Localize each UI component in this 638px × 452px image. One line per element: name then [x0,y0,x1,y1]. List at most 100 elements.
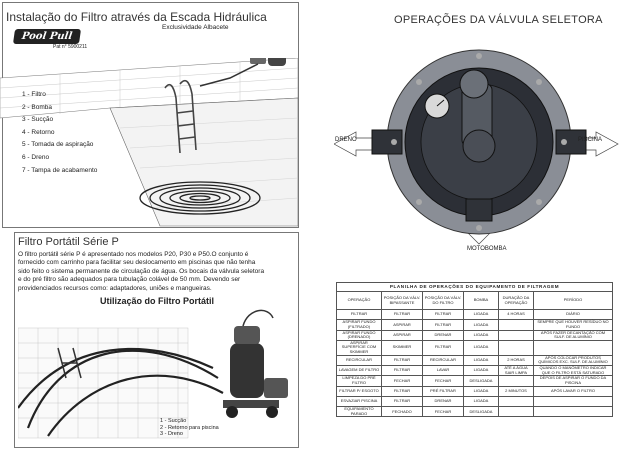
table-cell: LIGADA [463,395,499,408]
legend-item: 2 - Retorno para piscina [160,424,219,431]
table-cell: DIÁRIO [533,308,613,321]
table-cell [533,406,613,418]
table-cell: ASPIRAR FUNDO (DRENADO) [336,329,382,341]
portable-title: Filtro Portátil Série P [18,236,119,248]
description-line: providenciados recursos como: adaptadore… [18,284,212,292]
table-cell: APÓS COLOCAR PRODUTOS QUÍMICOS EXC. SULF… [533,354,613,366]
table-cell: LAVAR [422,364,464,377]
table-caption: PLANILHA DE OPERAÇÕES DO EQUIPAMENTO DE … [336,282,613,292]
patent-label: Pat n° 5900211 [53,44,88,50]
description-line: sido feito o sistema permanente de circu… [18,267,265,275]
parts-item: 6 - Dreno [22,153,50,161]
parts-item: 3 - Sucção [22,116,54,124]
table-cell: RECIRCULAR [336,354,382,366]
table-cell: PRÉ FILTRAR [422,385,464,397]
table-cell: APÓS LAVAR O FILTRO [533,385,613,397]
table-cell: ASPIRAR [381,319,423,331]
selector-valve-illustration [334,49,619,245]
legend-item: 3 - Dreno [160,431,183,437]
table-cell: LIGADA [463,308,499,321]
table-cell: DESLIGADA [463,406,499,418]
table-cell [498,375,534,387]
parts-item: 2 - Bomba [22,103,52,111]
table-cell: LAVAGEM DE FILTRO [336,364,382,377]
table-cell: LIGADA [463,329,499,341]
table-cell: RECIRCULAR [422,354,464,366]
pool-pull-logo: Pool Pull [12,29,82,44]
table-cell: FILTRAR [422,339,464,356]
table-cell: SEMPRE QUE HOUVER RESÍDUO NO FUNDO [533,319,613,331]
installation-title: Instalação do Filtro através da Escada H… [6,10,267,24]
table-cell: FILTRAR [422,319,464,331]
table-header: POSIÇÃO DA VÁLV. DO FILTRO [422,291,464,310]
table-cell: 2 HORAS [498,354,534,366]
table-cell: FILTRAR [381,308,423,321]
table-cell: DRENAR [422,395,464,408]
parts-item: 1 - Filtro [22,91,46,98]
valve-title: OPERAÇÕES DA VÁLVULA SELETORA [394,14,603,26]
motor-pump-label: MOTOBOMBA [467,246,507,252]
table-header-row: OPERAÇÃO POSIÇÃO DA VÁLV. BIPASSANTE POS… [336,291,613,310]
table-cell: FILTRAR P/ ESGOTO [336,385,382,397]
table-cell: LIMPEZA DO PRÉ FILTRO [336,375,382,387]
table-header: BOMBA [463,291,499,310]
portable-filter-illustration [18,309,288,439]
table-cell [533,339,613,356]
table-cell: QUANDO O MANÔMETRO INDICAR QUE O FILTRO … [533,364,613,377]
table-cell [498,395,534,408]
table-cell: DESLIGADA [463,375,499,387]
table-cell: FILTRAR [381,395,423,408]
description-line: fornecido com carrinho para facilitar se… [18,259,256,267]
table-header: POSIÇÃO DA VÁLV. BIPASSANTE [381,291,423,310]
table-cell: ASPIRAR FUNDO (FILTRADO) [336,319,382,331]
parts-item: 4 - Retorno [22,128,55,136]
parts-item: 5 - Tomada de aspiração [22,141,94,149]
table-cell: LIGADA [463,319,499,331]
parts-item: 7 - Tampa de acabamento [22,166,98,174]
operations-table: PLANILHA DE OPERAÇÕES DO EQUIPAMENTO DE … [336,282,613,418]
description-line: O filtro portátil série P é apresentado … [18,251,249,258]
table-cell: LIGADA [463,354,499,366]
table-cell: FILTRAR [422,308,464,321]
portable-description: O filtro portátil série P é apresentado … [18,251,296,293]
table-cell: FILTRAR [336,308,382,321]
description-line: e do pré filtro são adequados para tubul… [18,276,241,284]
exclusivity-label: Exclusividade Albacete [162,24,229,31]
table-header: DURAÇÃO DA OPERAÇÃO [498,291,534,310]
table-cell: LIGADA [463,364,499,377]
table-cell: FECHAR [381,375,423,387]
table-cell: ATÉ A ÁGUA SAIR LIMPA [498,364,534,377]
table-cell: DRENAR [422,329,464,341]
table-cell [533,395,613,408]
table-cell: FILTRAR [381,385,423,397]
table-cell: ASPIRAR SUPERFÍCIE COM SKIMMER [336,339,382,356]
table-cell [498,406,534,418]
hose-legend: 1 - Sucção 2 - Retorno para piscina 3 - … [160,418,219,438]
table-cell: DEPOIS DE ASPIRAR O FUNDO DA PISCINA [533,375,613,387]
table-cell: FILTRAR [381,354,423,366]
usage-title: Utilização do Filtro Portátil [100,296,215,306]
table-cell: FECHAR [422,375,464,387]
table-cell: FECHADO [381,406,423,418]
table-cell: 4 HORAS [498,308,534,321]
table-cell: FECHAR [422,406,464,418]
table-cell: 2 MINUTOS [498,385,534,397]
pool-ladder-illustration [0,58,298,227]
table-cell: LIGADA [463,339,499,356]
table-cell [498,319,534,331]
table-cell [498,329,534,341]
table-cell: LIGADA [463,385,499,397]
table-cell [498,339,534,356]
table-cell: APÓS FAZER DECANTAÇÃO COM SULF. DE ALUMÍ… [533,329,613,341]
table-header: OPERAÇÃO [336,291,382,310]
pool-label: PISCINA [578,137,603,143]
legend-item: 1 - Sucção [160,418,187,424]
